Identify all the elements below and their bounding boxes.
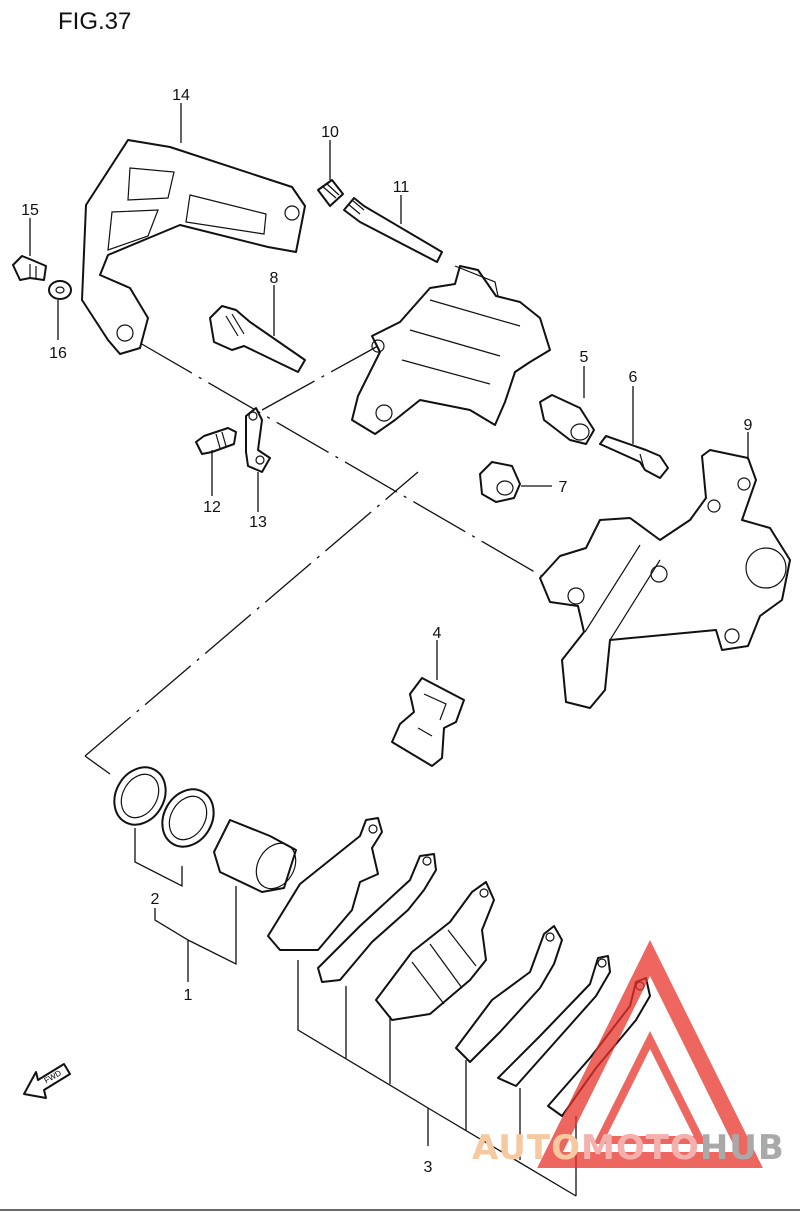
slide-pin-part-6 xyxy=(599,435,669,479)
brake-pad-a xyxy=(375,881,495,1021)
watermark-auto: AUTO xyxy=(472,1128,581,1168)
piston xyxy=(213,819,297,893)
callout-13: 13 xyxy=(249,514,267,531)
pad-shim-1 xyxy=(267,817,383,951)
pad-shim-3 xyxy=(497,955,611,1087)
callout-2: 2 xyxy=(151,891,160,908)
caliper-body xyxy=(351,265,551,435)
callout-6: 6 xyxy=(629,369,638,386)
caliper-guard-part-14 xyxy=(81,139,306,355)
brake-pad-b xyxy=(455,925,563,1063)
callout-9: 9 xyxy=(744,417,753,434)
watermark-hub: HUB xyxy=(699,1128,785,1168)
callout-1: 1 xyxy=(184,987,193,1004)
pin-plug-part-10 xyxy=(317,179,344,207)
callout-4: 4 xyxy=(433,625,442,642)
callout-12: 12 xyxy=(203,499,221,516)
centerline-pin-to-caliper xyxy=(261,345,379,411)
bleeder-valve-part-12 xyxy=(195,427,237,455)
figure-title: FIG.37 xyxy=(58,8,132,35)
pad-spring-part-4 xyxy=(391,677,465,767)
callout-14: 14 xyxy=(172,87,190,104)
pin-boot-part-5 xyxy=(539,394,595,445)
callout-16: 16 xyxy=(49,345,67,362)
callout-5: 5 xyxy=(580,349,589,366)
leader-lines xyxy=(29,103,749,1197)
centerline-piston-to-caliper xyxy=(84,471,419,757)
watermark-moto: MOTO xyxy=(580,1128,700,1168)
caliper-bracket-part-9 xyxy=(539,449,791,709)
washer-part-16 xyxy=(48,280,72,300)
callout-8: 8 xyxy=(270,270,279,287)
pad-pin-part-11 xyxy=(343,197,443,263)
pad-shim-2 xyxy=(317,853,437,983)
callout-7: 7 xyxy=(559,479,568,496)
callout-3: 3 xyxy=(424,1159,433,1176)
rubber-part-7 xyxy=(479,461,521,503)
caliper-bolt-part-8 xyxy=(209,305,306,373)
seal-part-2a xyxy=(113,766,167,826)
forward-direction-arrow-icon: FWD xyxy=(23,1063,71,1099)
callout-11: 11 xyxy=(393,179,410,196)
bolt-part-15 xyxy=(12,255,47,281)
watermark-triangle-icon xyxy=(537,939,763,1168)
callout-10: 10 xyxy=(321,124,339,141)
callout-15: 15 xyxy=(21,202,39,219)
leader-piston-line xyxy=(84,755,111,775)
seal-part-2b xyxy=(161,788,215,848)
watermark-logo: AUTOMOTOHUB xyxy=(472,1128,785,1168)
bleeder-cap-part-13 xyxy=(245,407,271,473)
